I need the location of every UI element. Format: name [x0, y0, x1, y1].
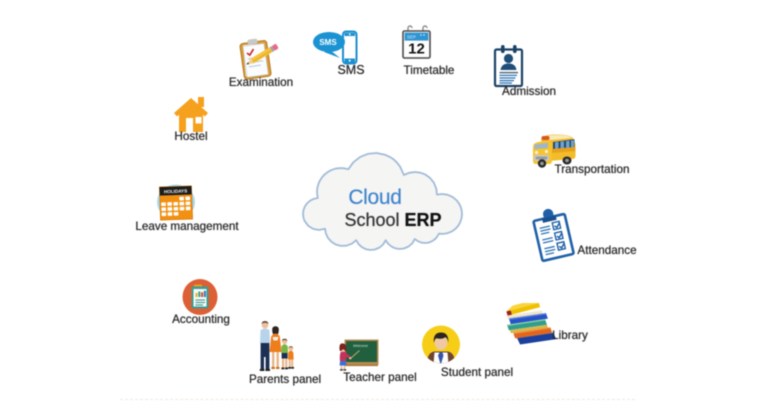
- svg-text:HOLIDAYS: HOLIDAYS: [164, 188, 187, 194]
- svg-text:SEP: SEP: [407, 35, 416, 40]
- svg-text:12: 12: [408, 41, 425, 58]
- svg-text:SMS: SMS: [319, 38, 337, 47]
- svg-text:Welcome: Welcome: [353, 344, 368, 348]
